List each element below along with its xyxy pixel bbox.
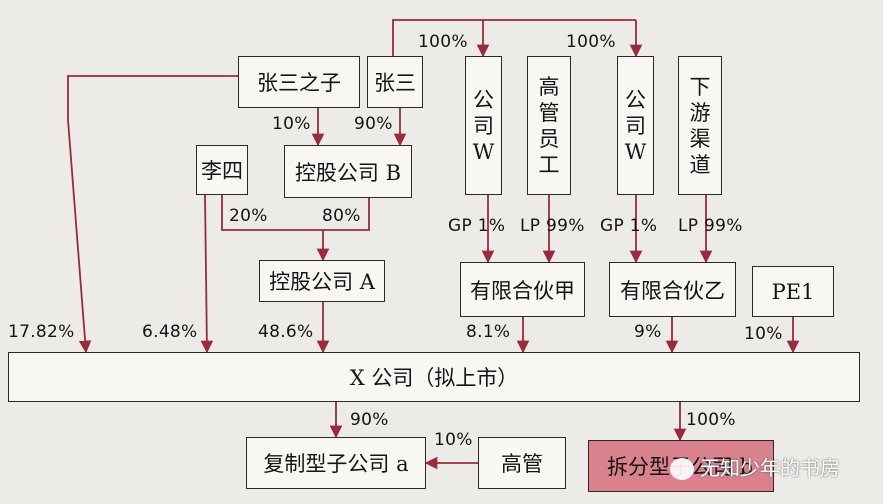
label-jia-x: 8.1% [466,322,511,342]
edge-zhangsan-w [392,19,636,56]
label-b-a: 80% [322,206,361,226]
label-x-suba: 90% [350,410,389,430]
label-down-yi: LP 99% [678,216,743,236]
node-lp-yi: 有限合伙乙 [609,262,736,317]
node-lp-jia: 有限合伙甲 [460,262,585,317]
label-zs-w2: 100% [566,32,616,52]
label-lisi-x: 6.48% [142,322,198,342]
node-spinoff-subsidiary-b: 拆分型子公司 b [588,440,774,492]
label-son-b: 10% [272,114,311,134]
label-w2-yi: GP 1% [600,216,658,236]
node-holdco-a: 控股公司 A [259,260,385,302]
node-downstream-channel: 下游渠道 [678,56,722,195]
watermark-text: 无知少年的书房 [700,456,840,480]
label-yi-x: 9% [634,322,662,342]
node-lisi: 李四 [196,145,248,195]
node-holdco-b: 控股公司 B [284,145,412,198]
edge-lisi-x [200,194,214,354]
label-zs-w1: 100% [418,32,468,52]
edge-lisi-b-a [221,195,370,231]
watermark-logo-icon [670,458,694,480]
label-staff-jia: LP 99% [520,216,585,236]
node-pe1: PE1 [752,266,834,317]
node-senior-staff: 高管员工 [527,56,571,195]
label-zs-b: 90% [354,114,393,134]
node-zhangsan-son: 张三之子 [238,56,360,108]
label-x-spin: 100% [686,410,736,430]
label-w1-jia: GP 1% [448,216,506,236]
label-pe1-x: 10% [744,324,783,344]
node-zhangsan: 张三 [367,56,423,108]
label-exec-suba: 10% [434,430,473,450]
label-son-x: 17.82% [8,322,75,342]
node-replicated-subsidiary-a: 复制型子公司 a [246,437,426,489]
edge-son-x [67,75,238,120]
edge-son-x-2 [67,119,92,354]
label-lisi-a: 20% [229,206,268,226]
node-x-company: X 公司（拟上市） [8,352,860,402]
label-a-x: 48.6% [258,322,314,342]
node-executives: 高管 [478,437,566,489]
